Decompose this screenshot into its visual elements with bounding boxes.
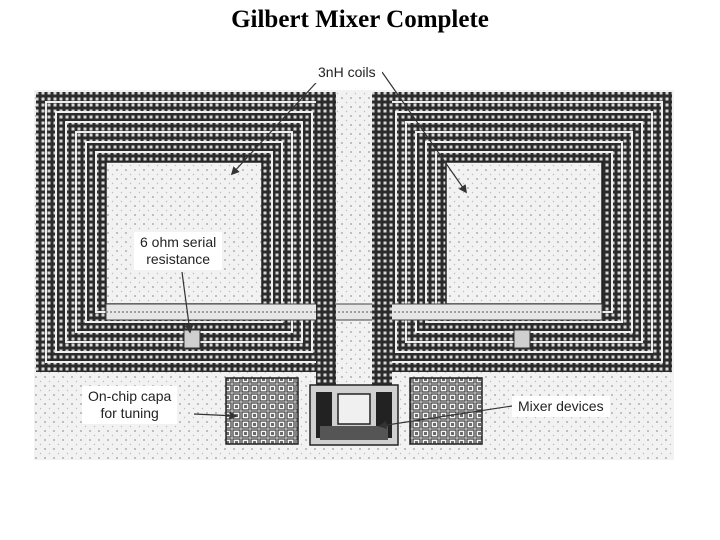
slide-title: Gilbert Mixer Complete — [231, 6, 489, 33]
mixer-arrow — [378, 405, 513, 430]
left-capacitor — [225, 377, 299, 445]
coil-arrow-right — [381, 71, 467, 194]
coil-arrow-left — [230, 71, 327, 176]
left-resistor-pad — [183, 329, 201, 349]
capa-label-line-2: for tuning — [100, 405, 159, 421]
resistance-arrow — [181, 271, 194, 334]
resistance-label-line-1: 6 ohm serial — [140, 234, 217, 250]
capa-label-line-1: On-chip capa — [88, 388, 172, 404]
resistance-label-line-2: resistance — [146, 251, 211, 267]
capa-arrow — [193, 411, 238, 420]
right-resistor-pad — [513, 329, 531, 349]
resistance-label: 6 ohm serial resistance — [134, 232, 223, 270]
mixer-devices — [309, 384, 399, 446]
mixer-label: Mixer devices — [512, 396, 610, 417]
right-coil — [376, 92, 672, 372]
right-feed — [372, 92, 392, 392]
capa-label: On-chip capa for tuning — [82, 386, 178, 424]
coils-label: 3nH coils — [312, 62, 382, 83]
layout-figure: 3nH coils 6 ohm serial resistance On-chi… — [34, 60, 674, 460]
right-capacitor — [409, 377, 483, 445]
left-feed — [316, 92, 336, 392]
